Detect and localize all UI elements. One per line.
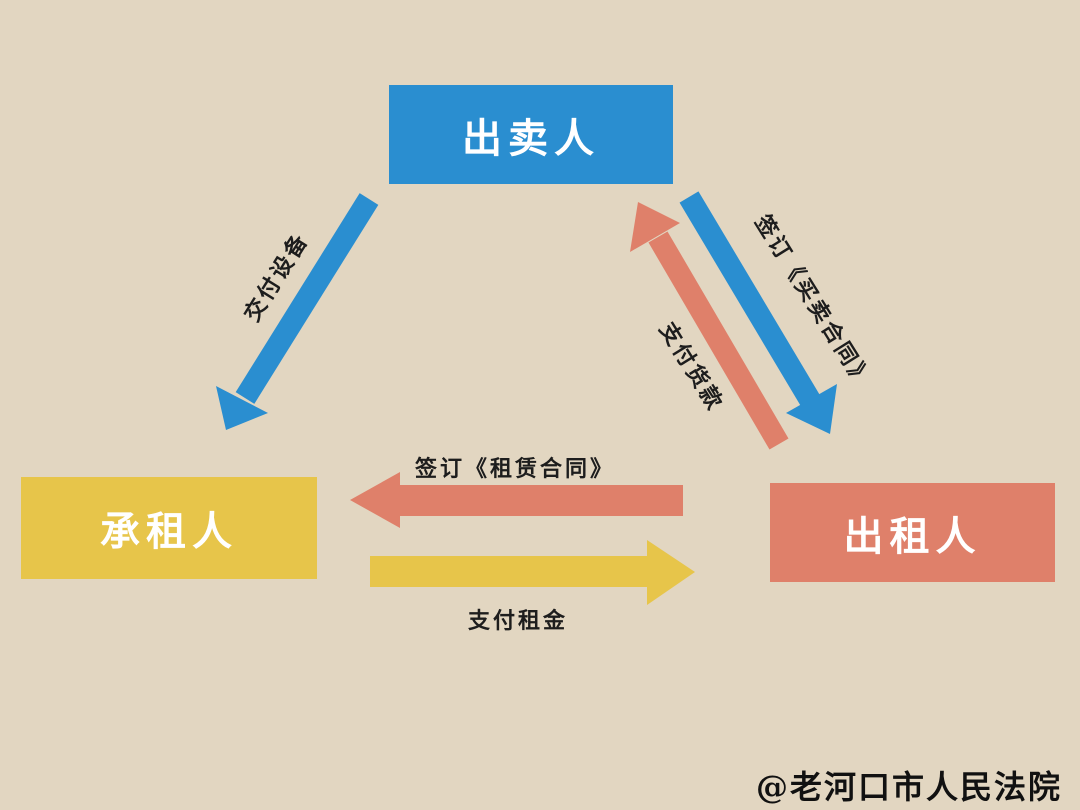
arrow-sign-lease-contract <box>350 472 683 528</box>
label-sign-lease-contract: 签订《租赁合同》 <box>415 457 616 482</box>
label-pay-rent: 支付租金 <box>468 609 569 634</box>
arrow-deliver-equipment <box>216 193 379 430</box>
seller-box: 出卖人 <box>389 85 673 184</box>
lessor-box: 出租人 <box>770 483 1055 582</box>
credit-watermark: @老河口市人民法院 <box>755 768 1062 806</box>
arrow-sign-sale-contract <box>679 191 837 434</box>
arrow-pay-rent <box>370 540 695 605</box>
lessee-box: 承租人 <box>21 477 317 579</box>
arrow-pay-goods <box>630 202 789 450</box>
